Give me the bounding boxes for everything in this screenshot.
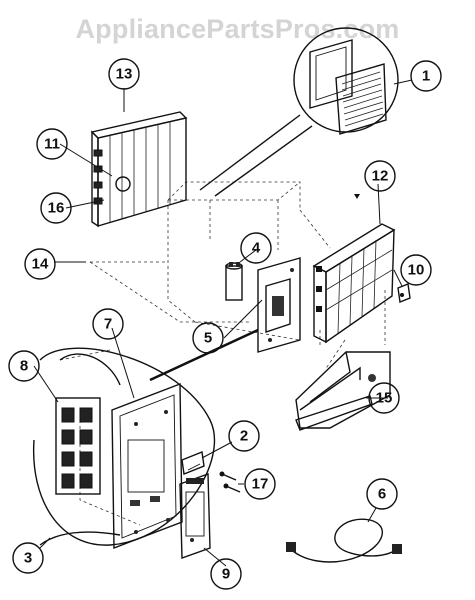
drain-tray-part — [295, 351, 391, 431]
callout-11: 11 — [36, 128, 68, 160]
capacitor-part — [225, 262, 243, 301]
callout-label: 1 — [422, 68, 430, 85]
callout-2: 2 — [228, 420, 260, 452]
callout-3: 3 — [12, 542, 44, 574]
callout-label: 15 — [376, 390, 393, 407]
callout-label: 14 — [32, 256, 49, 273]
callout-8: 8 — [8, 350, 40, 382]
callout-label: 2 — [240, 428, 248, 445]
screws-part — [219, 471, 241, 493]
wire-part — [39, 531, 121, 546]
callout-10: 10 — [400, 254, 432, 286]
callout-label: 10 — [408, 262, 425, 279]
callout-label: 9 — [222, 566, 230, 583]
callout-label: 7 — [104, 316, 112, 333]
power-cord-part — [286, 518, 402, 563]
callout-15: 15 — [368, 382, 400, 414]
callout-label: 13 — [116, 66, 133, 83]
callout-label: 16 — [48, 200, 65, 217]
callout-label: 6 — [378, 486, 386, 503]
callout-label: 5 — [204, 330, 212, 347]
callout-label: 3 — [24, 550, 32, 567]
callout-4: 4 — [240, 232, 272, 264]
callout-16: 16 — [40, 192, 72, 224]
callout-label: 4 — [252, 240, 261, 257]
callout-1: 1 — [410, 60, 442, 92]
watermark-text: AppliancePartsPros.com — [75, 14, 400, 44]
callout-17: 17 — [244, 468, 276, 500]
callout-label: 12 — [372, 168, 389, 185]
callout-label: 17 — [252, 476, 269, 493]
clip-part — [397, 283, 411, 303]
right-coil-part — [312, 223, 396, 344]
callout-7: 7 — [92, 308, 124, 340]
control-panel-part — [111, 382, 183, 550]
callout-label: 11 — [44, 136, 60, 153]
leader-lines — [33, 79, 413, 567]
callout-14: 14 — [24, 248, 56, 280]
callout-13: 13 — [108, 58, 140, 90]
callout-9: 9 — [210, 558, 242, 590]
control-bracket-part — [257, 257, 301, 353]
nameplate-part — [179, 473, 211, 559]
callout-6: 6 — [366, 478, 398, 510]
callout-12: 12 — [364, 160, 396, 192]
terminal-board-part — [32, 328, 259, 546]
left-coil-part — [90, 111, 188, 228]
grille-panel-part — [199, 27, 399, 197]
callout-5: 5 — [192, 322, 224, 354]
callout-label: 8 — [20, 358, 28, 375]
switch-part — [181, 451, 205, 475]
cabinet-outline — [59, 181, 386, 526]
arrow-marker — [354, 194, 360, 199]
